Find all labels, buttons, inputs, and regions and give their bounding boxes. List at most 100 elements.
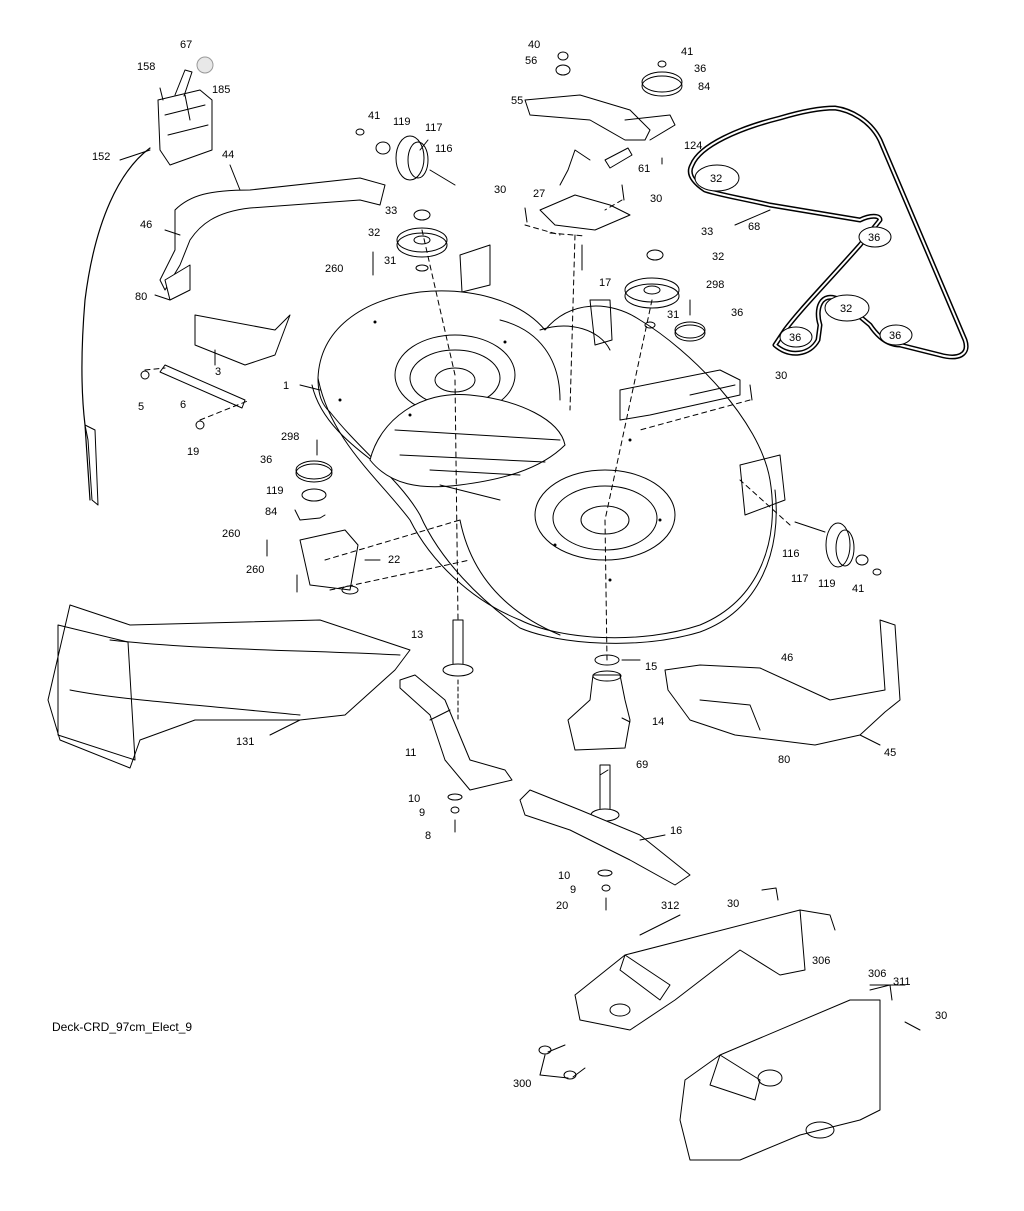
callout: 41 (852, 583, 864, 595)
callout: 10 (558, 870, 570, 882)
callout: 41 (681, 46, 693, 58)
callout: 30 (935, 1010, 947, 1022)
pulley-label: 36 (868, 232, 880, 244)
callout: 30 (775, 370, 787, 382)
tension-arm-assembly (524, 51, 683, 271)
callout: 80 (135, 291, 147, 303)
callout: 33 (385, 205, 397, 217)
rod-6 (159, 364, 246, 409)
callout: 116 (782, 548, 800, 560)
callout: 46 (140, 219, 152, 231)
idler-pulley-assembly-top (355, 128, 456, 186)
deck-pulley-left (372, 209, 448, 276)
pulley-label: 36 (889, 330, 901, 342)
callout: 22 (388, 554, 400, 566)
callout: 116 (435, 143, 453, 155)
callout: 6 (180, 399, 186, 411)
callout: 32 (712, 251, 724, 263)
callout: 306 (868, 968, 886, 980)
callout: 11 (405, 747, 416, 759)
callout: 298 (281, 431, 299, 443)
belt-pulley-labels: 32 36 32 36 36 (710, 173, 901, 344)
callout: 46 (781, 652, 793, 664)
callout: 260 (246, 564, 264, 576)
discharge-chute (47, 604, 411, 769)
left-blade (399, 674, 513, 791)
callout: 84 (265, 506, 277, 518)
callout: 30 (494, 184, 506, 196)
callout: 36 (731, 307, 743, 319)
mulch-plug-311 (679, 984, 921, 1161)
lower-left-idler (266, 439, 359, 595)
callout: 69 (636, 759, 648, 771)
callout: 152 (92, 151, 110, 163)
callout: 312 (661, 900, 679, 912)
callout: 67 (180, 39, 192, 51)
idler-pulley-assembly-right (794, 521, 882, 576)
callout-labels: 67 158 185 152 44 41 119 117 116 46 33 3… (92, 39, 947, 1090)
callout: 80 (778, 754, 790, 766)
callout: 30 (650, 193, 662, 205)
belt-cover-right (664, 619, 901, 746)
diagram-caption: Deck-CRD_97cm_Elect_9 (52, 1020, 193, 1034)
left-spindle (442, 619, 474, 721)
callout: 5 (138, 401, 144, 413)
callout: 14 (652, 716, 664, 728)
callout: 19 (187, 446, 199, 458)
right-blade (519, 789, 691, 886)
callout: 36 (694, 63, 706, 75)
callout: 9 (570, 884, 576, 896)
callout: 27 (533, 188, 545, 200)
callout: 30 (727, 898, 739, 910)
callout: 36 (260, 454, 272, 466)
callout: 45 (884, 747, 896, 759)
lift-arm (159, 177, 386, 291)
mower-deck (311, 244, 786, 644)
callout: 15 (645, 661, 657, 673)
callout: 1 (283, 380, 289, 392)
right-spindle (590, 764, 620, 822)
callout: 55 (511, 95, 523, 107)
callout: 158 (137, 61, 155, 73)
leader-lines (119, 94, 906, 1079)
pulley-label: 36 (789, 332, 801, 344)
callout: 300 (513, 1078, 531, 1090)
callout: 3 (215, 366, 221, 378)
callout: 117 (791, 573, 809, 585)
callout: 16 (670, 825, 682, 837)
callout: 185 (212, 84, 230, 96)
callout: 13 (411, 629, 423, 641)
callout: 298 (706, 279, 724, 291)
callout: 68 (748, 221, 760, 233)
callout: 311 (893, 976, 911, 988)
callout: 31 (667, 309, 679, 321)
bracket-3 (194, 314, 291, 366)
height-adjust-handle (157, 56, 214, 166)
callout: 10 (408, 793, 420, 805)
control-cable (81, 147, 151, 501)
callout: 61 (638, 163, 650, 175)
callout: 56 (525, 55, 537, 67)
callout: 44 (222, 149, 234, 161)
assembly-lines (144, 199, 791, 661)
bolts-300 (538, 1044, 586, 1080)
callout: 41 (368, 110, 380, 122)
callout: 84 (698, 81, 710, 93)
callout: 32 (368, 227, 380, 239)
callout: 117 (425, 122, 443, 134)
callout: 33 (701, 226, 713, 238)
callout: 306 (812, 955, 830, 967)
callout: 8 (425, 830, 431, 842)
callout: 9 (419, 807, 425, 819)
callout: 119 (266, 485, 284, 497)
callout: 31 (384, 255, 396, 267)
callout: 17 (599, 277, 611, 289)
mulch-plug-312 (574, 887, 836, 1031)
callout: 131 (236, 736, 254, 748)
callout: 124 (684, 140, 702, 152)
callout: 40 (528, 39, 540, 51)
callout: 119 (393, 116, 411, 128)
callout: 119 (818, 578, 836, 590)
drive-belt (687, 105, 969, 360)
